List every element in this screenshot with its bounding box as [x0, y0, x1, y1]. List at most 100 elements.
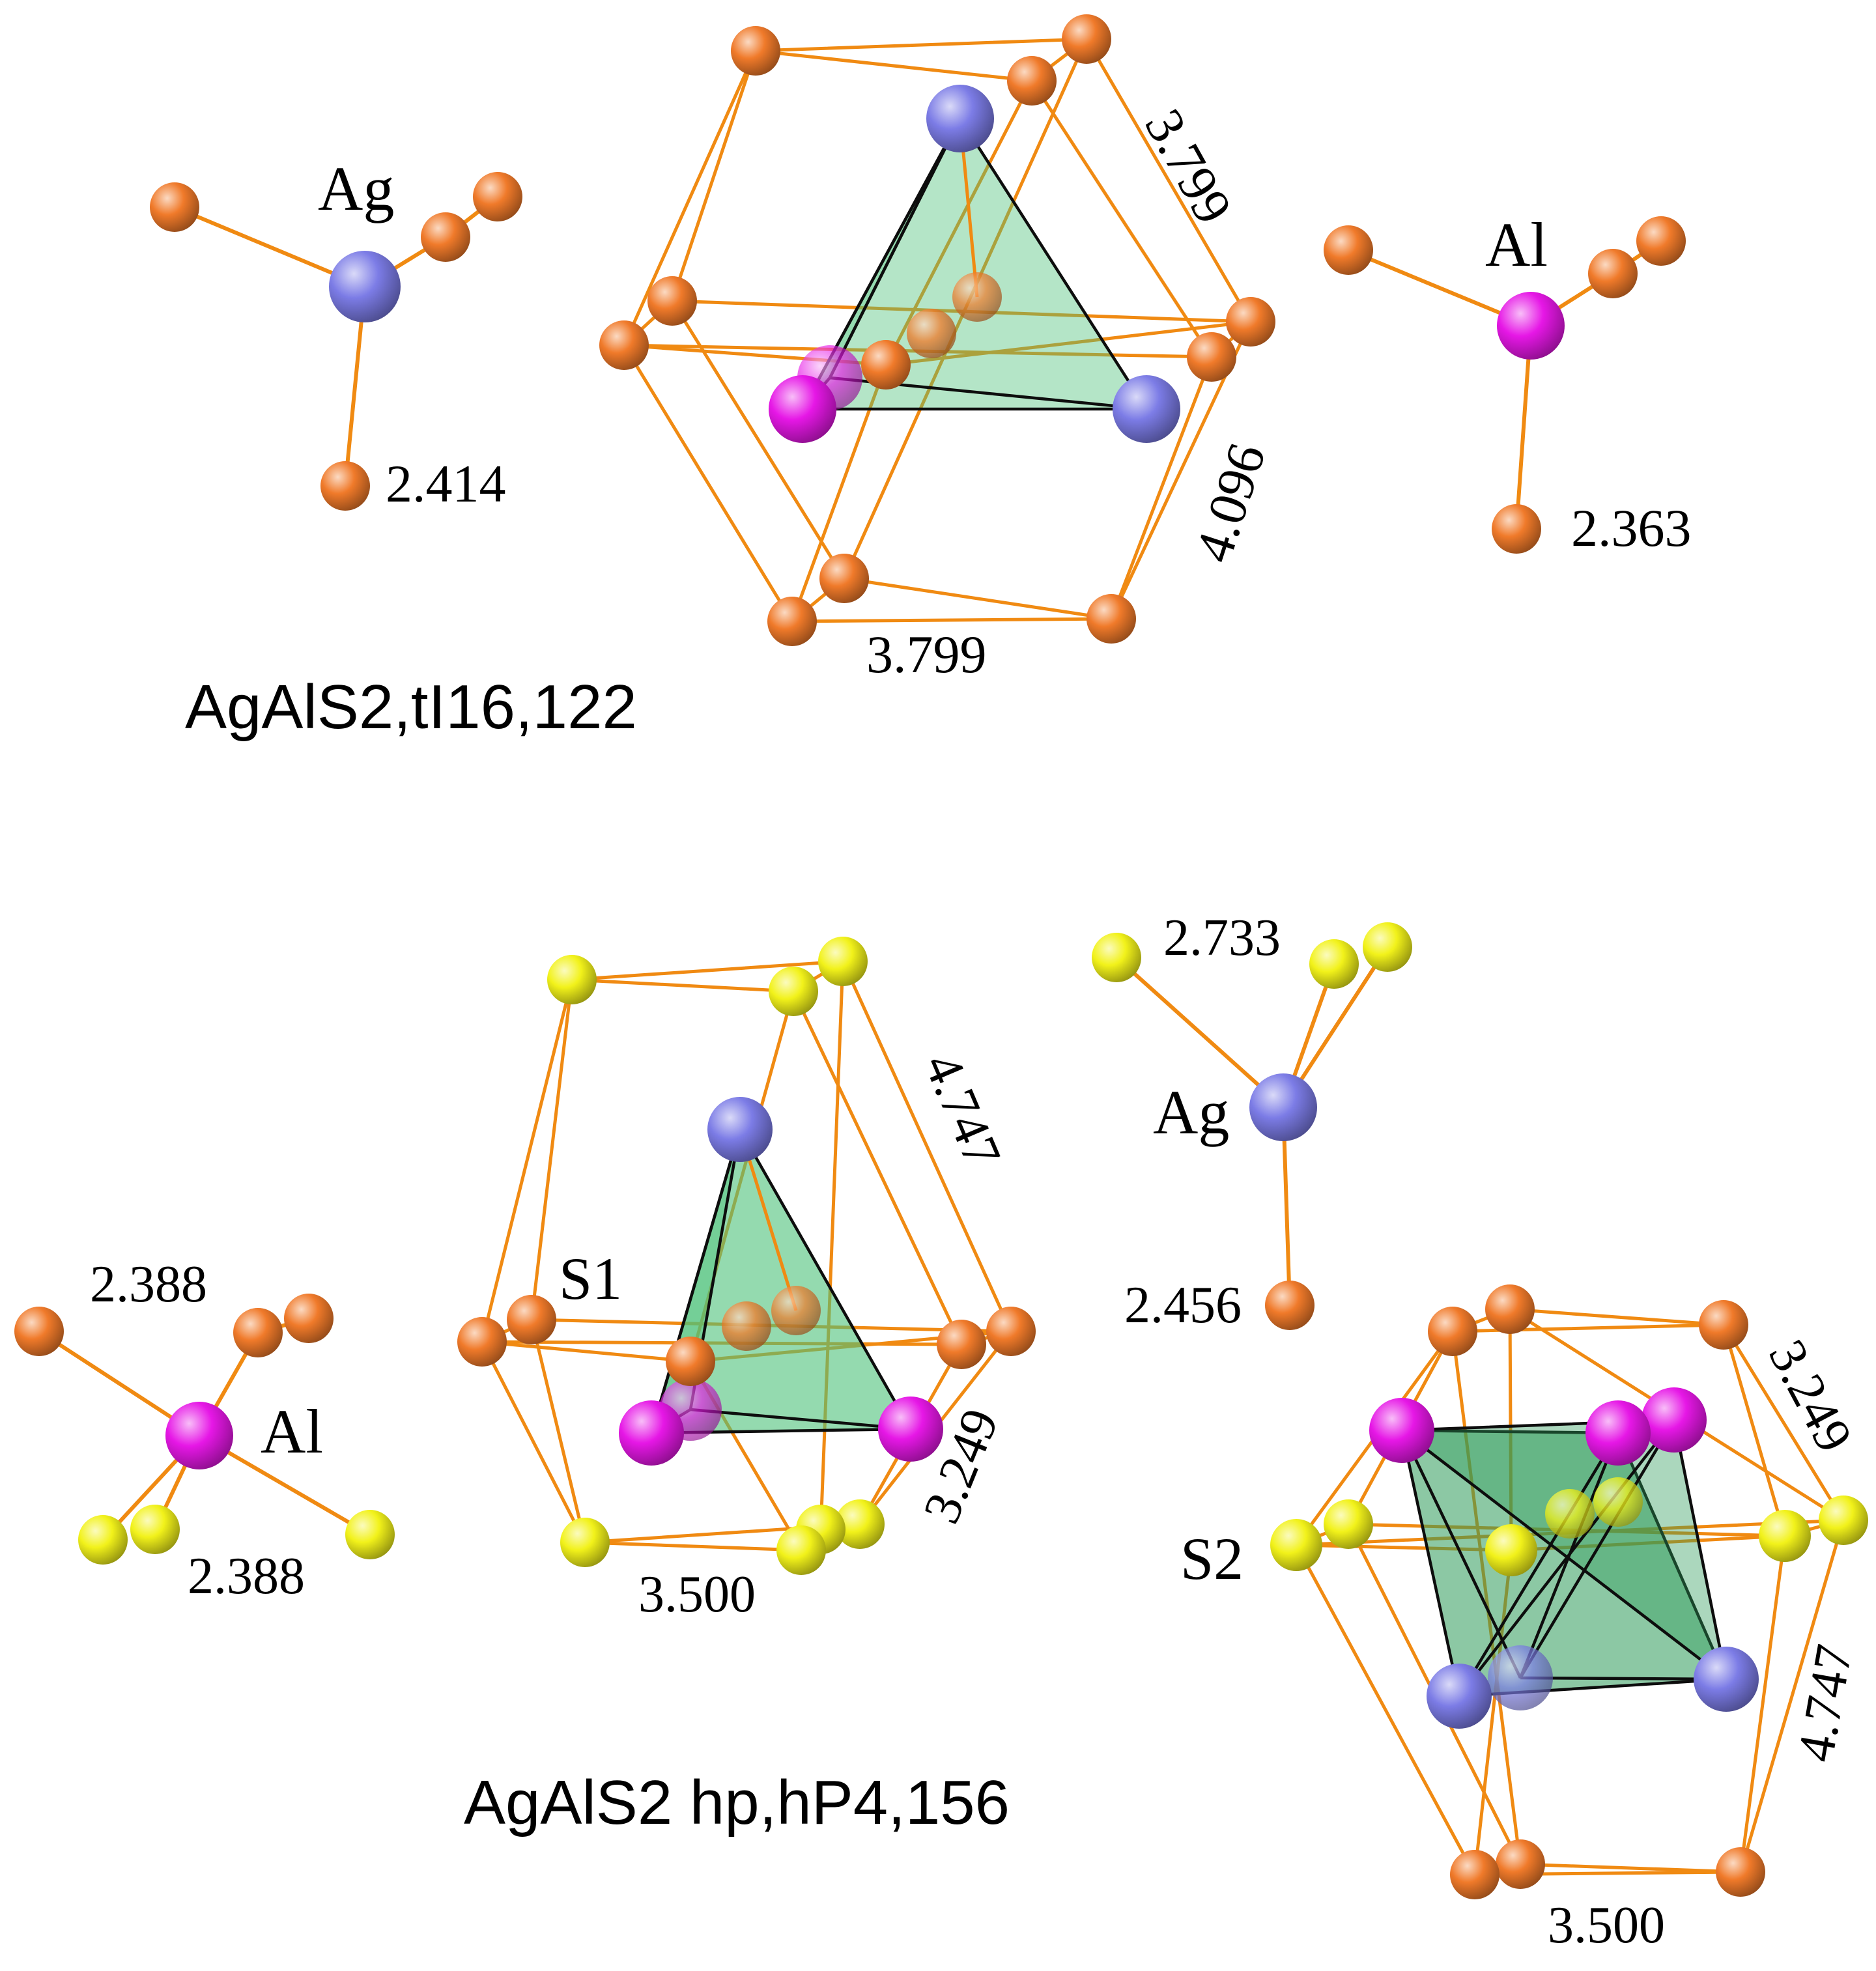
atom-s	[1593, 1477, 1643, 1527]
atom-s	[1759, 1510, 1811, 1562]
atom-ag	[926, 85, 994, 152]
cell-edge-label: 4.747	[913, 1045, 1011, 1176]
atom-x	[14, 1307, 64, 1356]
atom-s	[835, 1499, 885, 1549]
atom-x	[767, 597, 817, 646]
atom-x	[907, 309, 956, 358]
bottom-caption: AgAlS2 hp,hP4,156	[464, 1768, 1010, 1837]
atom-ag	[329, 251, 401, 322]
atom-s	[1363, 922, 1412, 972]
atom-s	[78, 1515, 128, 1565]
atom-x	[1588, 249, 1638, 298]
al-distance-label: 2.363	[1571, 498, 1692, 558]
atom-s	[818, 937, 868, 986]
atom-s	[769, 967, 818, 1016]
bottom-panel: Al 2.388 2.388	[14, 909, 1868, 1954]
al-distance-label: 2.388	[90, 1256, 207, 1313]
atom-s	[1092, 933, 1141, 982]
atom-x	[771, 1286, 821, 1335]
ag-distance-label: 2.456	[1124, 1277, 1242, 1334]
ag-label-top: Ag	[318, 154, 394, 223]
atom-al	[619, 1400, 684, 1466]
ag-distance-label: 2.414	[386, 454, 506, 513]
top-panel: Ag 2.414	[150, 14, 1692, 742]
atom-x	[320, 461, 370, 511]
atom-x	[666, 1337, 715, 1386]
al-coordination-top: Al 2.363	[1324, 210, 1692, 558]
atom-al	[1642, 1387, 1707, 1453]
atom-x	[1226, 297, 1275, 347]
atom-al	[1585, 1400, 1651, 1466]
atom-x	[507, 1295, 556, 1344]
atom-s	[776, 1525, 826, 1575]
atom-al	[769, 375, 836, 443]
atom-ag	[707, 1097, 773, 1162]
atom-ag	[1488, 1645, 1553, 1710]
atom-x	[937, 1320, 986, 1369]
atom-s	[1485, 1524, 1537, 1576]
atom-s	[547, 955, 597, 1004]
atom-x	[1007, 56, 1057, 106]
al-label-top: Al	[1485, 210, 1548, 279]
atom-x	[1699, 1300, 1748, 1350]
atom-s	[130, 1505, 180, 1554]
atom-x	[457, 1317, 507, 1367]
atom-x	[599, 320, 649, 370]
atom-s	[1270, 1519, 1322, 1571]
atom-x	[421, 212, 470, 262]
cell-edge-label: 4.096	[1184, 436, 1277, 569]
atom-ag	[1427, 1664, 1492, 1729]
atom-ag	[1249, 1073, 1317, 1141]
atom-x	[1324, 225, 1373, 275]
atom-x	[861, 340, 911, 390]
atom-al	[1369, 1398, 1434, 1463]
atom-x	[986, 1307, 1036, 1356]
atom-x	[473, 172, 522, 221]
atom-x	[819, 554, 869, 603]
atom-x	[1485, 1284, 1535, 1334]
al-coordination-bottom: Al 2.388 2.388	[14, 1256, 395, 1605]
atom-x	[1087, 594, 1136, 644]
atom-x	[1636, 216, 1686, 266]
atom-x	[233, 1308, 283, 1357]
atom-x	[1265, 1281, 1315, 1330]
atom-ag	[1694, 1647, 1759, 1712]
atom-al	[165, 1402, 233, 1469]
atom-x	[952, 272, 1002, 322]
atom-s	[1819, 1496, 1868, 1545]
coordination-polyhedron-top: 3.799 4.096 3.799	[599, 14, 1277, 684]
atom-x	[647, 276, 697, 326]
cell-edge-label: 3.799	[1133, 100, 1244, 233]
atom-x	[1187, 332, 1236, 382]
ag-label-bottom: Ag	[1153, 1077, 1229, 1147]
atom-x	[1428, 1307, 1477, 1356]
atom-x	[150, 182, 199, 232]
atom-s	[1309, 939, 1359, 989]
ag-coordination-top: Ag 2.414	[150, 154, 522, 513]
al-label-bottom: Al	[261, 1397, 323, 1466]
atom-s	[1545, 1489, 1595, 1539]
ag-distance-label: 2.733	[1163, 909, 1281, 967]
atom-x	[284, 1294, 334, 1343]
atom-al	[878, 1397, 943, 1462]
atom-x	[722, 1301, 771, 1351]
s1-label: S1	[559, 1245, 622, 1312]
atom-ag	[1113, 375, 1180, 443]
atom-x	[1492, 504, 1541, 554]
ag-coordination-bottom: Ag 2.733 2.456	[1092, 909, 1412, 1334]
atom-s	[345, 1510, 395, 1559]
atom-x	[1716, 1847, 1765, 1897]
top-caption: AgAlS2,tI16,122	[185, 672, 637, 742]
s1-polyhedron: S1 4.747 3.249 3.500	[457, 937, 1036, 1623]
octahedron-s2	[1400, 1418, 1728, 1698]
al-distance-label: 2.388	[188, 1548, 305, 1605]
s2-label: S2	[1180, 1525, 1244, 1592]
cell-edge-label: 3.249	[1757, 1331, 1863, 1461]
atom-s	[560, 1518, 610, 1567]
atom-x	[1062, 14, 1111, 64]
cell-edge-label: 3.500	[1548, 1897, 1665, 1954]
atom-x	[1496, 1839, 1545, 1889]
cell-edge-label: 4.747	[1787, 1641, 1864, 1766]
atom-s	[1324, 1499, 1373, 1549]
